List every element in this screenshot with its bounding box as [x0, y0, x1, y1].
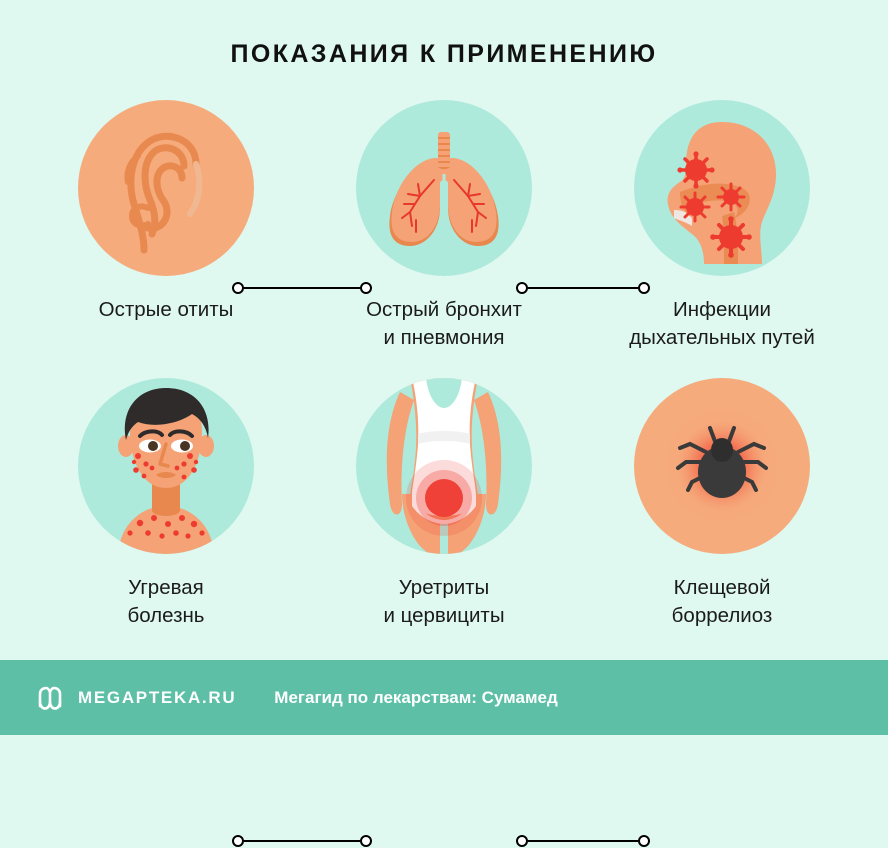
item-respiratory-infection: Инфекции дыхательных путей [574, 100, 870, 360]
caption-line: Инфекции [673, 298, 771, 321]
connector-node-icon [360, 282, 372, 294]
lungs-icon [389, 132, 499, 246]
item-borreliosis: Клещевой боррелиоз [574, 378, 870, 638]
connector-node-icon [232, 282, 244, 294]
item-caption: Клещевой боррелиоз [574, 574, 870, 629]
icon-circle-wrap [634, 378, 810, 554]
row-top: Острые отиты [0, 100, 888, 360]
icon-circle [78, 378, 254, 554]
tick-bite-icon [656, 400, 788, 532]
caption-line: дыхательных путей [629, 325, 815, 349]
footer-bar: MEGAPTEKA.RU Мегагид по лекарствам: Сума… [0, 660, 888, 735]
connector-top-right [516, 281, 650, 295]
caption-line: и пневмония [383, 325, 505, 349]
female-torso-pelvic-pain-icon [386, 378, 502, 554]
page-title: ПОКАЗАНИЯ К ПРИМЕНЕНИЮ [230, 40, 658, 68]
connector-line [244, 839, 360, 843]
connector-bottom-left [232, 834, 372, 848]
caption-line: Острые отиты [98, 298, 234, 321]
item-ear: Острые отиты [18, 100, 314, 360]
item-caption: Угревая болезнь [18, 574, 314, 629]
icon-circle-wrap [78, 378, 254, 554]
megapteka-m-logo-icon[interactable] [36, 684, 64, 712]
connector-top-left [232, 281, 372, 295]
connector-line [528, 286, 638, 290]
caption-line: Острый бронхит [366, 298, 522, 321]
icon-circle-wrap [356, 100, 532, 276]
icon-circle [634, 100, 810, 276]
item-caption: Инфекции дыхательных путей [574, 296, 870, 351]
ear-icon [124, 132, 203, 254]
caption-line: Уретриты [398, 576, 490, 599]
connector-node-icon [638, 282, 650, 294]
footer-brand[interactable]: MEGAPTEKA.RU [78, 687, 237, 707]
connector-node-icon [360, 835, 372, 847]
connector-node-icon [638, 835, 650, 847]
head-respiratory-infection-icon [667, 122, 776, 264]
caption-line: Угревая [128, 576, 204, 599]
connector-node-icon [516, 282, 528, 294]
icon-circle [356, 100, 532, 276]
connector-node-icon [516, 835, 528, 847]
icon-circle [356, 378, 532, 554]
row-bottom: Угревая болезнь [0, 378, 888, 847]
item-caption: Острые отиты [18, 296, 314, 324]
footer-tagline: Мегагид по лекарствам: Сумамед [274, 687, 558, 707]
item-caption: Уретриты и цервициты [296, 574, 592, 629]
icon-circle-wrap [356, 378, 532, 554]
item-urethritis: Уретриты и цервициты [296, 378, 592, 638]
item-caption: Острый бронхит и пневмония [296, 296, 592, 351]
caption-line: и цервициты [383, 603, 505, 627]
connector-node-icon [232, 835, 244, 847]
icon-circle-wrap [634, 100, 810, 276]
caption-line: болезнь [127, 603, 205, 627]
connector-bottom-right [516, 834, 650, 848]
item-acne: Угревая болезнь [18, 378, 314, 638]
connector-line [244, 286, 360, 290]
icon-circle [78, 100, 254, 276]
item-lungs: Острый бронхит и пневмония [296, 100, 592, 360]
connector-line [528, 839, 638, 843]
caption-line: боррелиоз [671, 603, 773, 627]
acne-face-icon [118, 388, 214, 554]
caption-line: Клещевой [673, 576, 771, 599]
icon-circle [634, 378, 810, 554]
icon-circle-wrap [78, 100, 254, 276]
infographic-page: ПОКАЗАНИЯ К ПРИМЕНЕНИЮ [0, 40, 888, 847]
